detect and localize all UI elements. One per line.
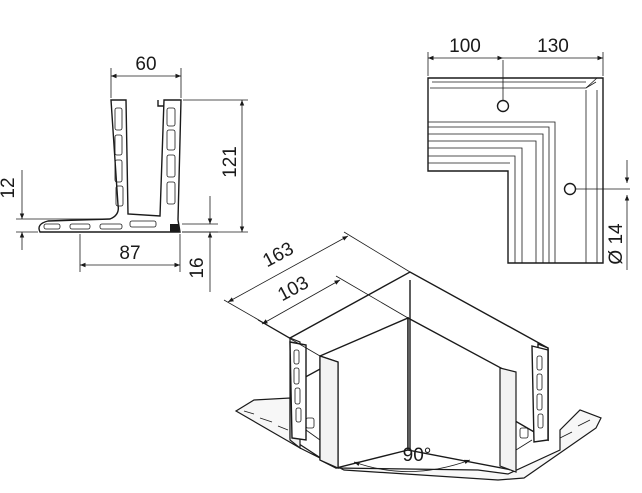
dim-60-label: 60 <box>135 54 156 75</box>
dim-hole-diameter: Ø 14 <box>606 160 630 270</box>
dim-121: 121 <box>182 99 248 233</box>
dim-12-label: 12 <box>0 177 19 198</box>
dim-60: 60 <box>110 54 182 98</box>
dim-16: 16 <box>182 196 218 292</box>
dim-hole-diameter-label: Ø 14 <box>606 223 627 265</box>
dim-100-130: 100 130 <box>427 36 604 76</box>
iso-left-profile <box>289 341 307 441</box>
dim-100-label: 100 <box>449 36 481 57</box>
profile-outline <box>38 99 182 233</box>
dim-103-label: 103 <box>274 272 312 305</box>
dim-angle: 90° <box>353 445 471 472</box>
plan-hole-right <box>563 182 577 196</box>
plan-view: 100 130 Ø 14 <box>427 36 630 270</box>
dim-12: 12 <box>0 170 108 250</box>
isometric-view: 163 103 90° <box>223 231 602 481</box>
plan-outline <box>427 60 630 264</box>
iso-right-profile <box>531 345 549 443</box>
dim-87: 87 <box>79 234 181 272</box>
dim-16-label: 16 <box>187 257 208 278</box>
dim-angle-label: 90° <box>403 445 432 466</box>
dim-87-label: 87 <box>119 243 140 264</box>
dim-121-label: 121 <box>220 146 241 178</box>
profile-section-view: 60 121 12 87 1 <box>0 54 248 292</box>
dim-130-label: 130 <box>537 36 569 57</box>
plan-hole-top <box>496 99 510 113</box>
